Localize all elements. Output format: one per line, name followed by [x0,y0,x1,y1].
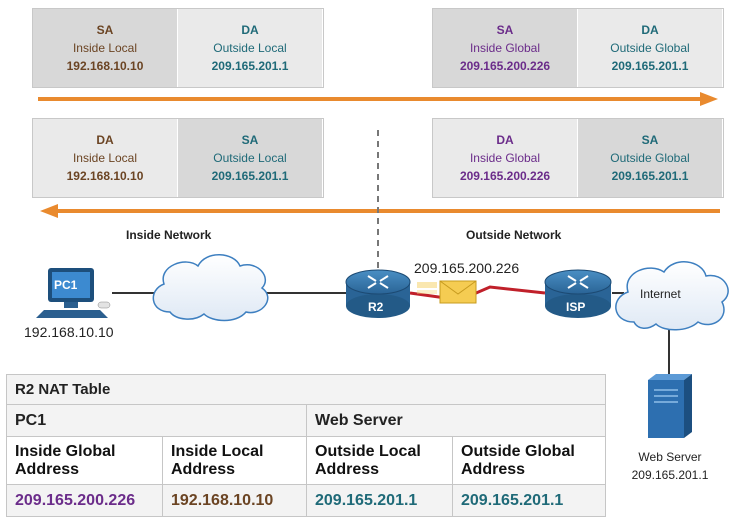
column-header: Inside Global Address [6,436,163,485]
group-web-server: Web Server [306,404,606,437]
nat-table-title: R2 NAT Table [6,374,606,405]
group-pc1: PC1 [6,404,307,437]
packet-header-bottom-right: DA Inside Global 209.165.200.226 SA Outs… [432,118,724,198]
nat-table: R2 NAT Table PC1 Web Server Inside Globa… [6,374,606,517]
inside-network-label: Inside Network [126,228,212,242]
source-address-cell: SA Outside Local 209.165.201.1 [178,119,323,197]
packet-header-top-right: SA Inside Global 209.165.200.226 DA Outs… [432,8,724,88]
column-header: Outside Local Address [306,436,453,485]
server-ip: 209.165.201.1 [631,468,709,482]
source-address-cell: SA Outside Global 209.165.201.1 [578,119,723,197]
isp-label: ISP [566,300,586,314]
return-arrow [40,204,720,218]
pc-ip: 192.168.10.10 [24,324,114,340]
pc-icon [36,268,111,318]
packet-header-bottom-left: DA Inside Local 192.168.10.10 SA Outside… [32,118,324,198]
table-cell: 209.165.201.1 [452,484,606,517]
table-cell: 192.168.10.10 [162,484,307,517]
destination-address-cell: DA Outside Local 209.165.201.1 [178,9,323,87]
column-header: Inside Local Address [162,436,307,485]
router-label: R2 [368,300,384,314]
cloud-icon [152,254,269,322]
destination-address-cell: DA Outside Global 209.165.201.1 [578,9,723,87]
server-name: Web Server [638,450,702,464]
pc-label: PC1 [54,278,78,292]
envelope-icon [417,280,477,304]
outside-network-label: Outside Network [466,228,562,242]
packet-header-top-left: SA Inside Local 192.168.10.10 DA Outside… [32,8,324,88]
table-cell: 209.165.200.226 [6,484,163,517]
router-icon [544,269,612,318]
source-address-cell: SA Inside Global 209.165.200.226 [433,9,578,87]
internet-label: Internet [640,287,681,301]
cloud-icon [615,261,729,331]
destination-address-cell: DA Inside Local 192.168.10.10 [33,119,178,197]
server-icon [648,374,692,438]
column-header: Outside Global Address [452,436,606,485]
table-cell: 209.165.201.1 [306,484,453,517]
router-ip: 209.165.200.226 [414,260,520,276]
router-icon [345,269,411,318]
destination-address-cell: DA Inside Global 209.165.200.226 [433,119,578,197]
source-address-cell: SA Inside Local 192.168.10.10 [33,9,178,87]
outbound-arrow [38,92,718,106]
